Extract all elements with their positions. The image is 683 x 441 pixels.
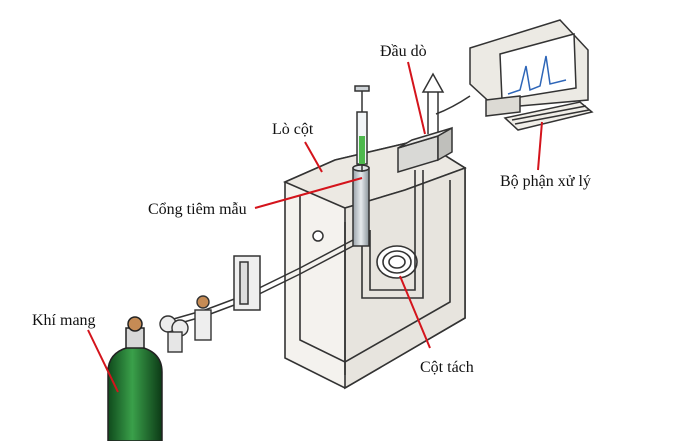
data-processor-computer <box>435 19 594 131</box>
label-column: Cột tách <box>420 359 474 376</box>
separation-column <box>361 170 424 299</box>
label-carrier-gas: Khí mang <box>32 312 96 329</box>
injector-port-assembly <box>352 85 370 247</box>
pointer-injector <box>254 177 363 209</box>
pointer-processor <box>537 121 543 171</box>
pointer-detector <box>407 61 426 135</box>
label-pointers <box>87 61 543 393</box>
pressure-regulator <box>159 295 212 353</box>
pointer-column <box>399 275 431 349</box>
detector-assembly <box>397 72 453 174</box>
pointer-oven <box>304 141 323 173</box>
carrier-gas-cylinder <box>107 316 163 441</box>
label-detector: Đầu dò <box>380 43 427 60</box>
column-oven <box>283 139 467 390</box>
flow-controller <box>233 255 261 311</box>
label-processor: Bộ phận xử lý <box>500 173 591 190</box>
pointer-carrier-gas <box>87 329 119 393</box>
label-oven: Lò cột <box>272 121 314 138</box>
label-injector: Cổng tiêm mẫu <box>148 201 247 218</box>
